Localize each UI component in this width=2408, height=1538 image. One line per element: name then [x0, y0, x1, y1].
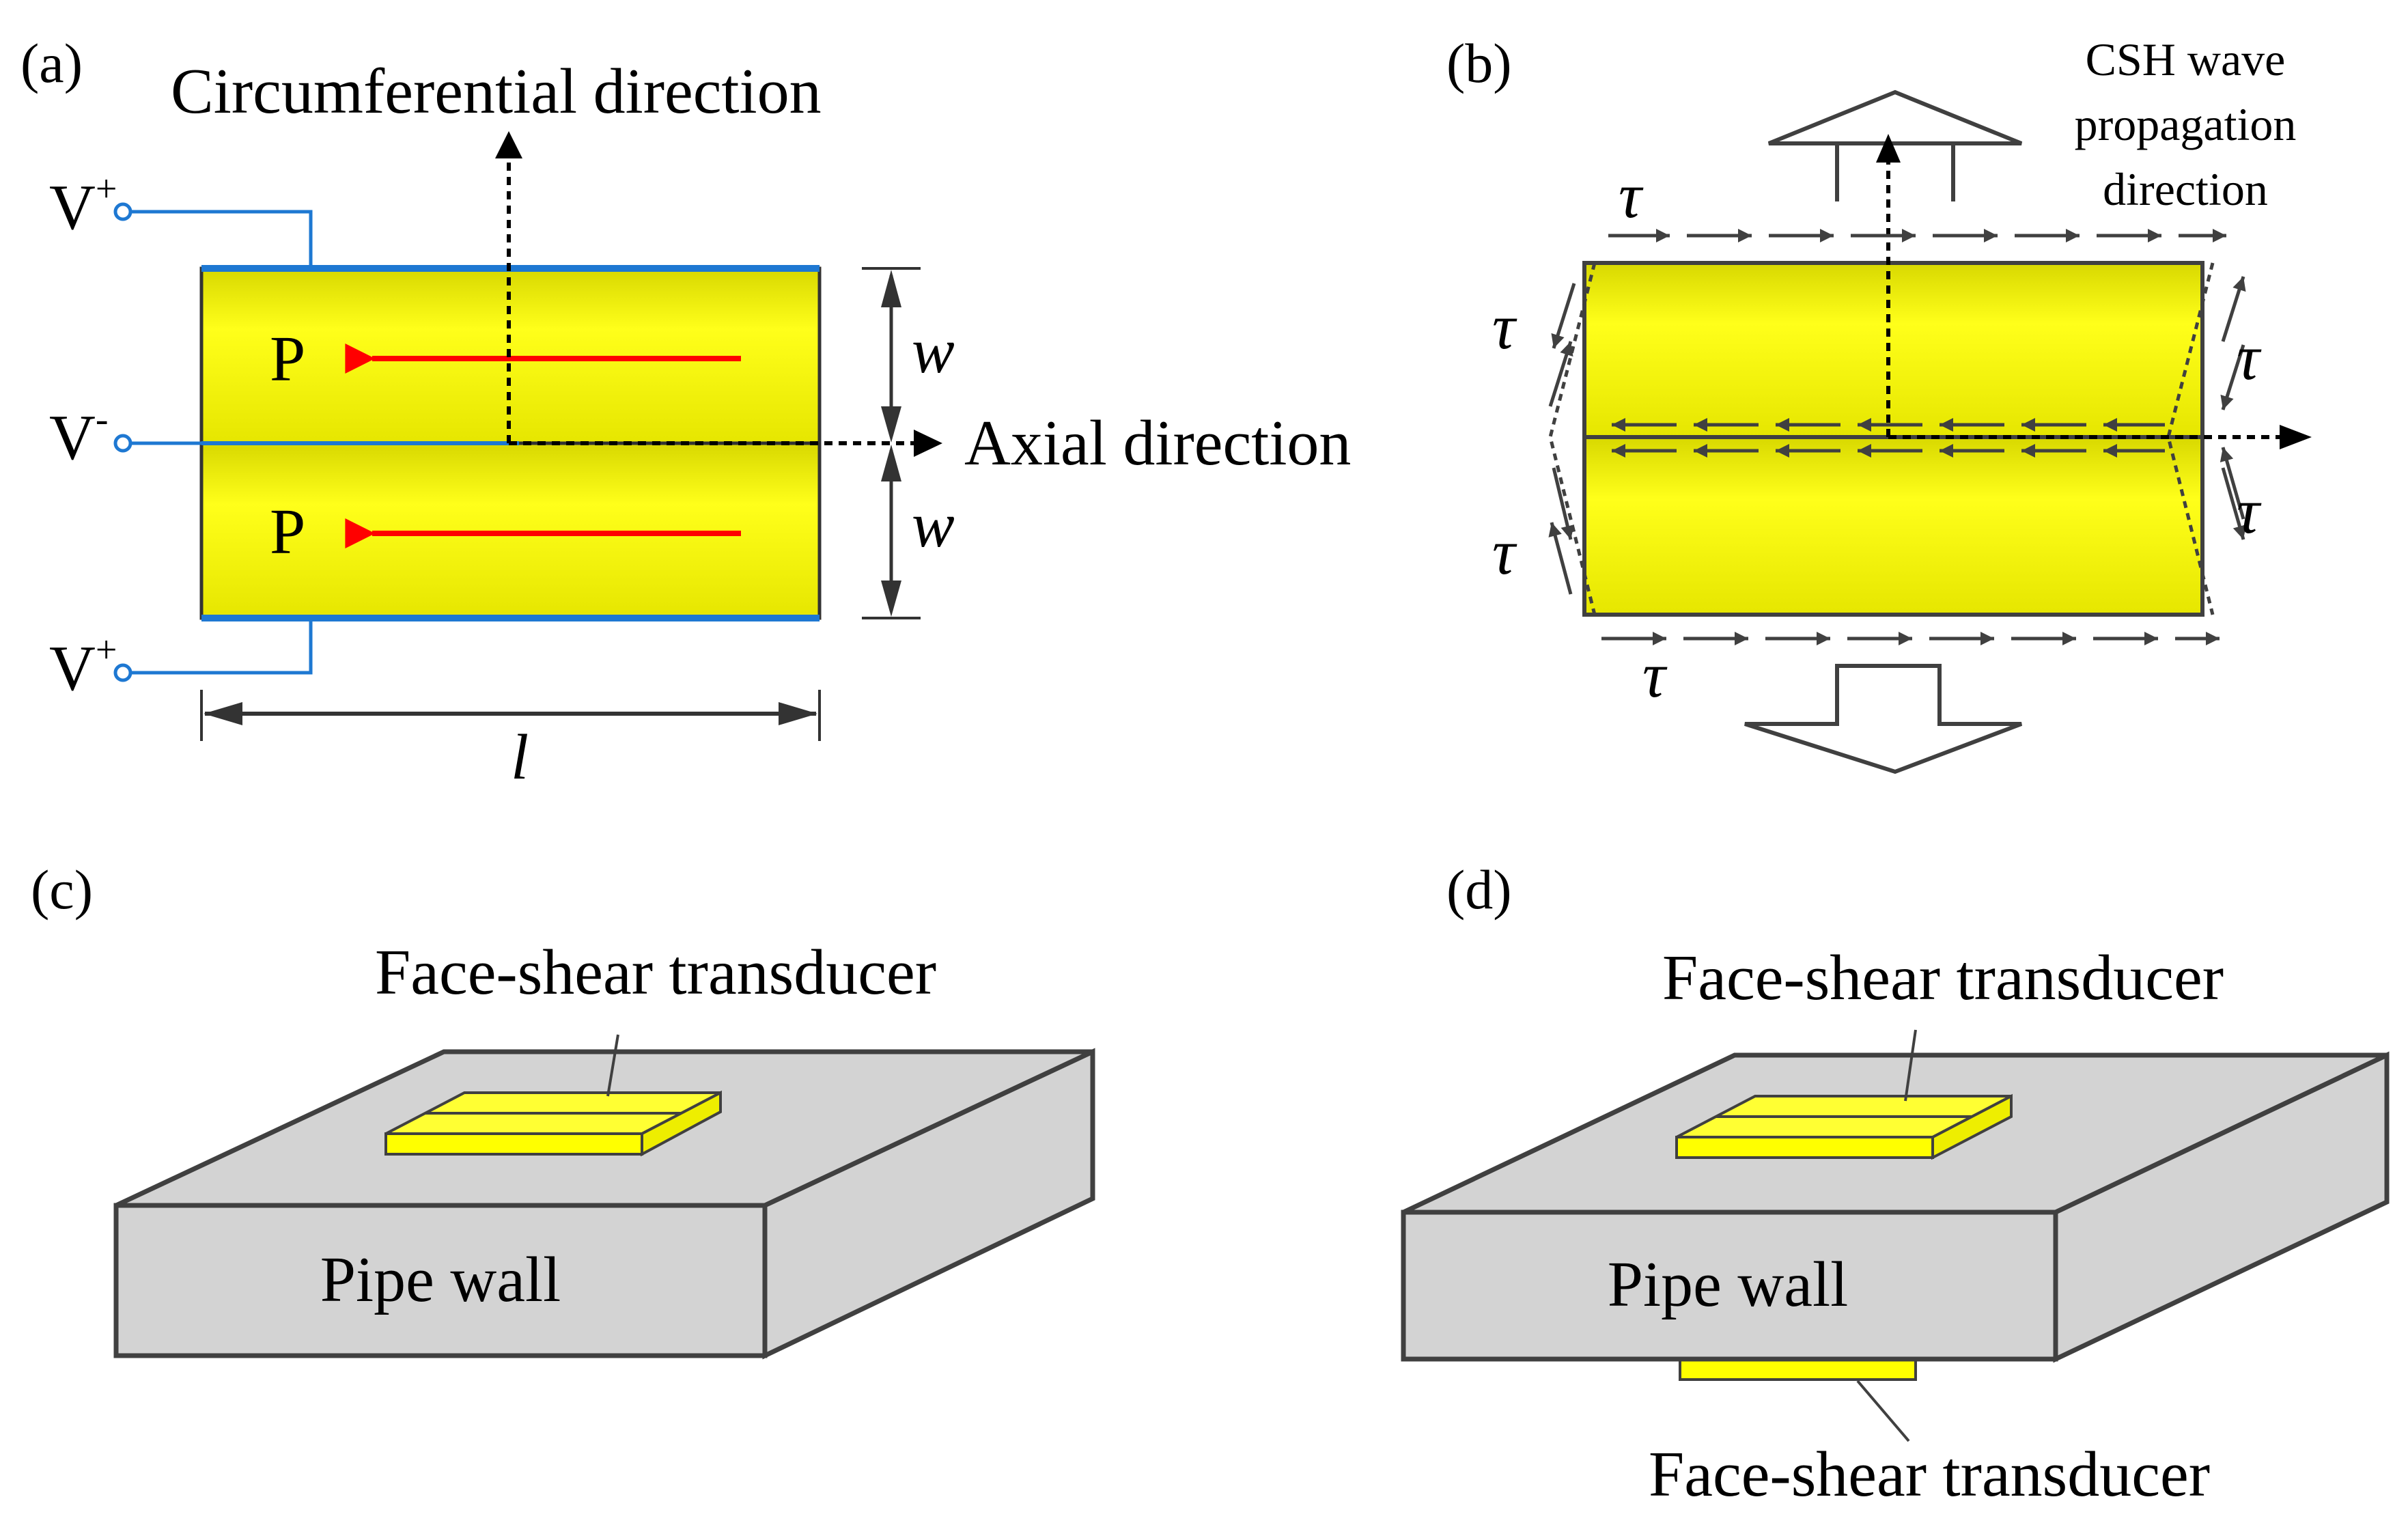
panel-a-label: (a)	[20, 32, 83, 94]
width-arrowhead-1	[881, 270, 901, 307]
shear-arrows-left-side	[1548, 283, 1576, 595]
wave-direction-arrowhead	[1876, 134, 1901, 163]
bottom-transducer-label: Face-shear transducer	[1649, 1439, 2210, 1510]
pipe-wall-front-face	[113, 1203, 768, 1358]
tau-label-top: τ	[1619, 160, 1644, 232]
v-minus-label: V-	[49, 398, 109, 473]
terminal-v-plus-top	[113, 202, 132, 221]
panel-d-label: (d)	[1446, 858, 1512, 921]
sheared-element-bottom	[1582, 435, 2204, 617]
circumferential-direction-label: Circumferential direction	[171, 56, 822, 127]
tau-label-left-lower: τ	[1492, 517, 1517, 588]
polarization-label-top: P	[270, 324, 305, 395]
v-plus-bottom-label: V+	[49, 629, 117, 704]
csh-wave-label-line2: propagation	[2075, 98, 2297, 150]
deformed-edge-left	[1548, 262, 1597, 615]
shear-arrows-right-side	[2220, 276, 2247, 540]
panel-d: (d) Pipe wall Face-shear transducer Face…	[1401, 858, 2390, 1510]
width-arrowhead-2	[881, 406, 901, 443]
axial-axis-arrowhead	[914, 430, 942, 457]
width-arrowhead-3	[881, 445, 901, 481]
tau-label-left-upper: τ	[1492, 292, 1517, 363]
axial-direction-label: Axial direction	[964, 408, 1351, 479]
top-transducer-front-face	[1675, 1136, 1934, 1159]
csh-wave-label-line1: CSH wave	[2086, 33, 2286, 85]
pipe-wall-label: Pipe wall	[320, 1244, 561, 1315]
circumferential-axis-arrowhead	[495, 131, 522, 158]
panel-a: (a) Circumferential direction V+ V- V+ P…	[20, 32, 1351, 793]
transducer-leader-line	[606, 1034, 619, 1097]
width-label-top: w	[912, 316, 955, 387]
b-axial-arrowhead	[2280, 425, 2312, 449]
transducer-front-face	[384, 1132, 643, 1156]
upward-hollow-arrow	[1767, 89, 2023, 201]
length-arrowhead-right	[779, 702, 817, 725]
sheared-element-top	[1582, 261, 2204, 439]
pipe-wall-front-face-d	[1401, 1210, 2058, 1362]
v-plus-top-label: V+	[49, 168, 117, 243]
terminal-v-minus	[113, 434, 132, 453]
panel-c-label: (c)	[31, 858, 93, 921]
panel-b: (b) CSH wave propagation direction	[1446, 32, 2312, 774]
length-label: l	[511, 722, 529, 793]
bottom-transducer-front-face	[1679, 1358, 1917, 1381]
deformed-edge-right	[2166, 262, 2215, 615]
downward-hollow-arrow	[1744, 664, 2023, 774]
top-transducer-label: Face-shear transducer	[1662, 942, 2224, 1013]
polarization-label-bottom: P	[270, 497, 305, 568]
pipe-wall-label-d: Pipe wall	[1608, 1249, 1848, 1320]
width-arrowhead-4	[881, 581, 901, 617]
length-arrowhead-left	[204, 702, 242, 725]
transducer-label: Face-shear transducer	[375, 937, 936, 1008]
wire-v-plus-top	[123, 210, 313, 268]
tau-label-right-lower: τ	[2237, 476, 2262, 547]
panel-c: (c) Pipe wall Face-shear transducer	[31, 858, 1095, 1360]
bottom-transducer-leader-line	[1856, 1380, 1910, 1442]
shear-arrows-middle	[1612, 418, 2165, 458]
panel-b-label: (b)	[1446, 32, 1512, 94]
tau-label-bottom: τ	[1642, 640, 1668, 711]
top-transducer-leader-line	[1904, 1029, 1917, 1102]
width-label-bottom: w	[912, 490, 955, 561]
tau-label-right-upper: τ	[2237, 322, 2262, 393]
csh-wave-label-line3: direction	[2103, 163, 2268, 215]
wire-v-plus-bottom	[123, 618, 313, 675]
terminal-v-plus-bottom	[113, 663, 132, 682]
